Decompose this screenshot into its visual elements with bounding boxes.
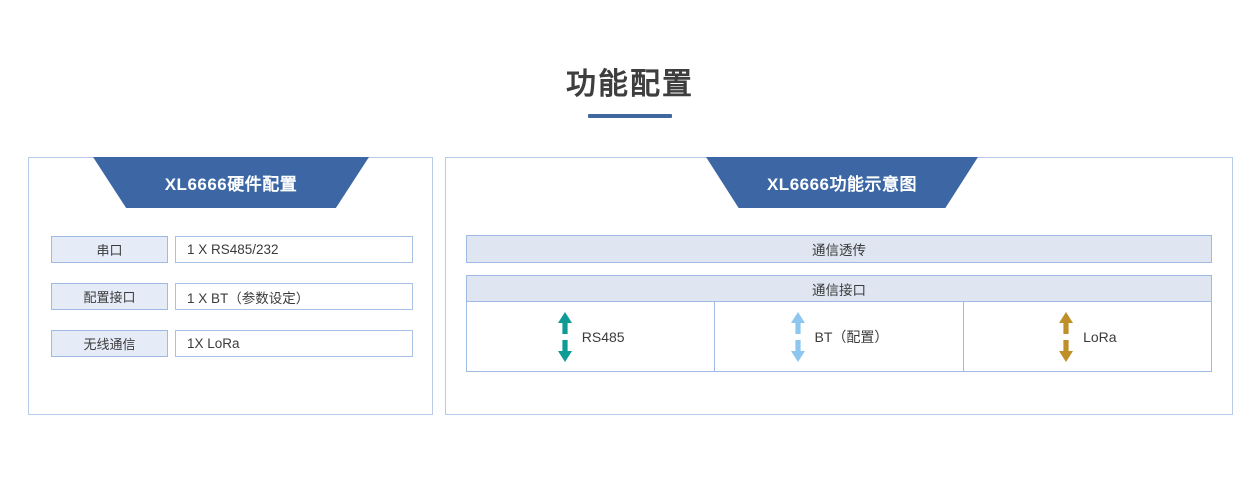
interface-column-lora: LoRa: [964, 302, 1211, 371]
double-arrow-icon: [790, 311, 805, 362]
port-label-bt: BT（配置）: [814, 328, 889, 345]
page-title: 功能配置: [566, 68, 694, 101]
interface-column-bt: BT（配置）: [715, 302, 964, 371]
row-value-wireless: 1X LoRa: [175, 330, 413, 357]
row-label-config-port: 配置接口: [51, 283, 168, 310]
hardware-config-banner: XL6666硬件配置: [93, 157, 369, 208]
port-rs485: RS485: [557, 311, 625, 363]
interface-column-rs485: RS485: [467, 302, 716, 371]
page-title-block: 功能配置: [0, 66, 1260, 118]
port-label-lora: LoRa: [1083, 328, 1117, 345]
function-diagram: 通信透传 通信接口 RS485: [466, 235, 1212, 372]
row-value-config-port: 1 X BT（参数设定）: [175, 283, 413, 310]
bar-spacer: [466, 263, 1212, 275]
function-diagram-banner: XL6666功能示意图: [706, 157, 978, 208]
transparent-transmission-bar: 通信透传: [466, 235, 1212, 263]
communication-interface-header: 通信接口: [467, 276, 1211, 302]
communication-interface-block: 通信接口 RS485: [466, 275, 1212, 372]
table-row: 配置接口 1 X BT（参数设定）: [51, 283, 413, 310]
row-label-serial: 串口: [51, 236, 168, 263]
title-underline: [588, 114, 672, 118]
hardware-config-panel: XL6666硬件配置 串口 1 X RS485/232 配置接口 1 X BT（…: [28, 157, 433, 415]
function-diagram-panel: XL6666功能示意图 通信透传 通信接口 RS485: [445, 157, 1233, 415]
table-row: 串口 1 X RS485/232: [51, 236, 413, 263]
double-arrow-icon: [1059, 311, 1074, 362]
row-label-wireless: 无线通信: [51, 330, 168, 357]
port-bt: BT（配置）: [790, 311, 889, 363]
port-lora: LoRa: [1058, 311, 1117, 363]
interface-columns: RS485 BT（配置）: [467, 302, 1211, 371]
port-label-rs485: RS485: [581, 328, 625, 345]
hardware-config-rows: 串口 1 X RS485/232 配置接口 1 X BT（参数设定） 无线通信 …: [51, 236, 413, 357]
double-arrow-icon: [557, 311, 572, 362]
row-value-serial: 1 X RS485/232: [175, 236, 413, 263]
table-row: 无线通信 1X LoRa: [51, 330, 413, 357]
